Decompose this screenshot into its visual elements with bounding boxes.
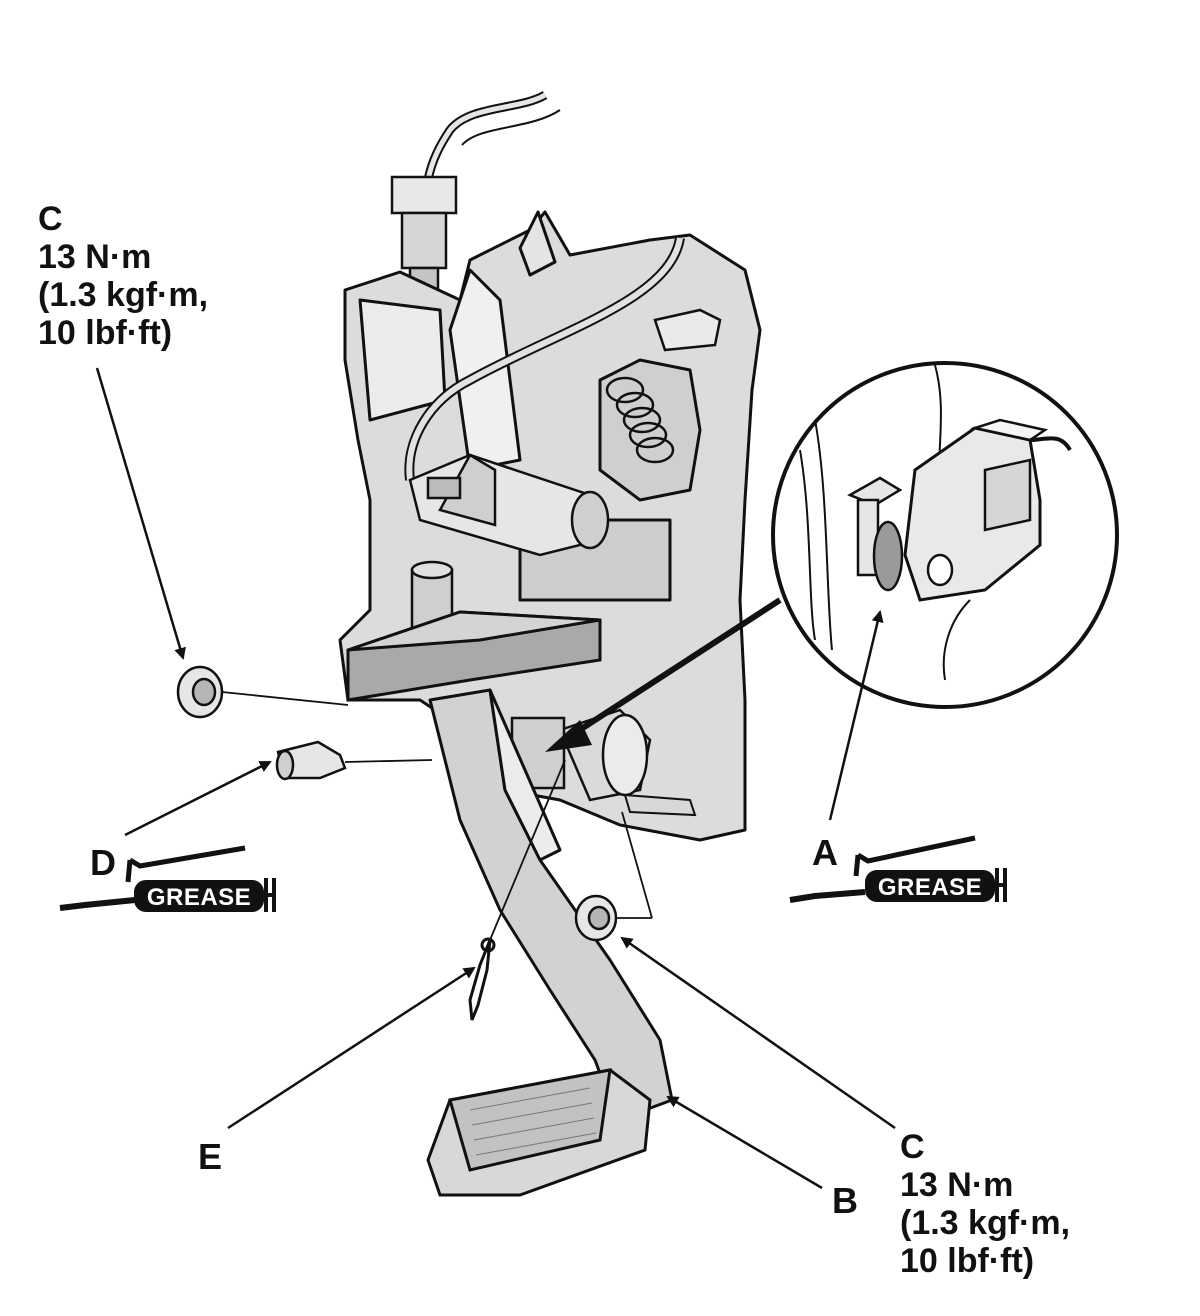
upper-connector [653,308,722,352]
callout-letter-c-bottom: C [900,1128,925,1166]
torque-metric-top: (1.3 kgf·m, [38,276,209,315]
stud-bolt [623,793,697,817]
torque-callout-top-left: C 13 N·m (1.3 kgf·m, 10 lbf·ft) [38,200,208,352]
wire-harness [423,91,561,181]
torque-value-top: 13 N·m [38,238,152,277]
torque-metric-bottom: (1.3 kgf·m, [900,1204,1071,1243]
lock-pin [468,937,496,1021]
callout-letter-d: D [90,842,116,883]
grease-symbol-a: GREASE [789,835,1007,903]
brake-switch-connector [408,453,610,557]
brake-pedal-pad [426,1068,652,1197]
callout-letter-a: A [812,832,838,873]
top-connector [390,175,458,292]
inset-pointer [545,597,782,752]
pivot-pin [275,740,347,781]
lower-nut [574,894,618,942]
torque-imperial-top: 10 lbf·ft) [38,314,173,353]
leader-arrows [95,367,896,1190]
torque-imperial-bottom: 10 lbf·ft) [900,1242,1035,1281]
brake-pedal-arm [428,688,674,1112]
callout-letter-c-top: C [38,200,63,238]
detail-inset [771,361,1119,709]
grease-symbol-d: GREASE [59,845,276,912]
grease-label-a: GREASE [878,874,982,901]
torque-callout-bottom-right: C 13 N·m (1.3 kgf·m, 10 lbf·ft) [900,1128,1070,1280]
return-spring [605,376,675,464]
internal-wiring [404,236,685,481]
lower-plate [346,610,602,702]
callout-letter-b: B [832,1180,858,1221]
callout-letter-e: E [198,1136,223,1177]
torque-value-bottom: 13 N·m [900,1166,1014,1205]
grease-label-d: GREASE [147,884,251,911]
installation-lines [221,691,653,941]
upper-nut [176,665,224,719]
